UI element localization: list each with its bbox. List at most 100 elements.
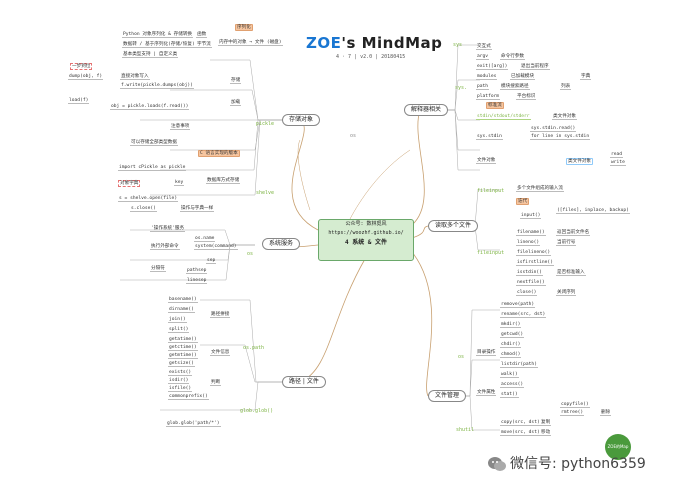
node-notes[interactable]: 注意事项 <box>170 124 191 130</box>
node-dict-object[interactable]: 对象字典 <box>118 180 141 187</box>
node-isstdin-desc[interactable]: 是否标准输入 <box>556 270 586 276</box>
node-one-step[interactable]: 一步到位 <box>70 63 93 70</box>
node-filename-desc[interactable]: 返回当前文件名 <box>556 230 591 236</box>
node-platform-desc[interactable]: 平台标识 <box>516 94 537 100</box>
node-iterate[interactable]: 迭代 <box>516 198 530 205</box>
node-key[interactable]: key <box>174 180 185 186</box>
node-list[interactable]: 列表 <box>560 84 572 90</box>
node-basic-types[interactable]: 基本类型支持 | 自定义类 <box>122 52 179 58</box>
node-path-desc[interactable]: 模块搜索路径 <box>500 84 530 90</box>
node-for-line[interactable]: for line in sys.stdin <box>530 134 591 140</box>
node-basename[interactable]: basename() <box>168 297 198 303</box>
node-join[interactable]: join() <box>168 317 187 323</box>
branch-file-management[interactable]: 文件管理 <box>428 390 467 402</box>
node-pathsep[interactable]: pathsep <box>186 268 208 274</box>
node-platform[interactable]: platform <box>476 94 501 100</box>
node-load[interactable]: load(f) <box>68 98 90 104</box>
node-remove[interactable]: remove(path) <box>500 302 536 308</box>
node-file-attr[interactable]: 文件属性 <box>476 390 497 396</box>
node-file-like-box[interactable]: 类文件对象 <box>566 158 593 165</box>
node-isfile[interactable]: isfile() <box>168 386 193 392</box>
node-getmtime[interactable]: getmtime() <box>168 353 198 359</box>
node-lineno[interactable]: lineno() <box>516 240 541 246</box>
node-split[interactable]: split() <box>168 327 190 333</box>
node-mem-to-file[interactable]: 内存中的对象 → 文件 (磁盘) <box>218 40 283 46</box>
node-glob[interactable]: glob.glob('path/*') <box>166 421 221 427</box>
node-dict-ops[interactable]: 操作与字典一样 <box>180 206 215 212</box>
node-commonprefix[interactable]: commonprefix() <box>168 394 209 400</box>
node-store[interactable]: 存储 <box>230 78 242 84</box>
node-read[interactable]: read <box>610 152 624 158</box>
node-linesep[interactable]: linesep <box>186 278 208 284</box>
node-input-args[interactable]: ([files], inplace, backup) <box>556 208 630 214</box>
node-getatime[interactable]: getatime() <box>168 337 198 343</box>
node-delete[interactable]: 删除 <box>600 410 612 416</box>
node-chdir[interactable]: chdir() <box>500 342 522 348</box>
node-exit[interactable]: exit([arg]) <box>476 64 509 70</box>
node-direct-write[interactable]: 直接对象写入 <box>120 74 150 80</box>
node-path-join[interactable]: 路径拼接 <box>210 312 231 318</box>
node-mkdir[interactable]: mkdir() <box>500 322 522 328</box>
node-listdir[interactable]: listdir(path) <box>500 362 538 368</box>
node-isstdin[interactable]: isstdin() <box>516 270 543 276</box>
node-dir-ops[interactable]: 目录操作 <box>476 350 497 356</box>
node-file-info[interactable]: 文件信息 <box>210 350 231 356</box>
branch-persist[interactable]: 存储对象 <box>282 114 321 126</box>
node-rmtree[interactable]: rmtree() <box>560 410 585 416</box>
node-file-like[interactable]: 类文件对象 <box>552 114 577 120</box>
node-close-desc[interactable]: 关闭序列 <box>556 290 577 296</box>
node-stdin-stdout[interactable]: stdin/stdout/stderr <box>476 114 531 120</box>
node-nextfile[interactable]: nextfile() <box>516 280 546 286</box>
node-write-dumps[interactable]: f.write(pickle.dumps(obj)) <box>120 83 194 89</box>
node-exec-cmd[interactable]: 执行外部命令 <box>150 244 180 250</box>
node-dict[interactable]: 字典 <box>580 74 592 80</box>
node-cpickle[interactable]: import cPickle as pickle <box>118 165 187 171</box>
node-modules-desc[interactable]: 已加载模块 <box>510 74 535 80</box>
node-interactive[interactable]: 交互式 <box>476 44 492 50</box>
node-getctime[interactable]: getctime() <box>168 345 198 351</box>
node-stat[interactable]: stat() <box>500 392 519 398</box>
branch-system-services[interactable]: 系统服务 <box>262 238 301 250</box>
node-modules[interactable]: modules <box>476 74 498 80</box>
node-filename[interactable]: filename() <box>516 230 546 236</box>
node-loads[interactable]: obj = pickle.loads(f.read()) <box>110 104 190 110</box>
node-stdin-read[interactable]: sys.stdin.read() <box>530 126 577 132</box>
branch-multi-file[interactable]: 读取多个文件 <box>428 220 479 232</box>
central-topic[interactable]: 公众号: 数林觅风 https://woozhf.github.io/ 4 系统… <box>318 219 414 261</box>
node-sep[interactable]: sep <box>206 258 217 264</box>
node-copyfile[interactable]: copyfile() <box>560 402 590 408</box>
node-exit-desc[interactable]: 退出当前程序 <box>520 64 550 70</box>
node-argv[interactable]: argv <box>476 54 490 60</box>
node-shelve-open[interactable]: s = shelve.open(file) <box>118 196 179 202</box>
node-isfirstline[interactable]: isfirstline() <box>516 260 554 266</box>
node-move-desc[interactable]: 移动 <box>540 430 552 436</box>
node-separator[interactable]: 分隔符 <box>150 266 166 272</box>
node-file-object[interactable]: 文件对象 <box>476 158 497 164</box>
branch-interpreter[interactable]: 解释器相关 <box>404 104 449 116</box>
node-getsize[interactable]: getsize() <box>168 361 195 367</box>
node-c-version[interactable]: C 语言实现的版本 <box>198 150 240 157</box>
node-sys-stdin[interactable]: sys.stdin <box>476 134 503 140</box>
node-lineno-desc[interactable]: 当前行号 <box>556 240 577 246</box>
node-stdstream[interactable]: 标准流 <box>486 102 504 109</box>
node-argv-desc[interactable]: 命令行参数 <box>500 54 525 60</box>
node-os-service[interactable]: '操作系统'服务 <box>150 226 186 232</box>
node-path[interactable]: path <box>476 84 490 90</box>
node-close[interactable]: close() <box>516 290 538 296</box>
node-bytestream[interactable]: 字节流 <box>196 42 212 48</box>
node-chmod[interactable]: chmod() <box>500 352 522 358</box>
node-walk[interactable]: walk() <box>500 372 519 378</box>
node-copy[interactable]: copy(src, dst) <box>500 420 541 426</box>
node-judge[interactable]: 判断 <box>210 380 222 386</box>
node-write[interactable]: write <box>610 160 626 166</box>
node-os-name[interactable]: os.name <box>194 236 216 242</box>
node-db-store[interactable]: 数据库方式存储 <box>206 178 241 184</box>
node-getcwd[interactable]: getcwd() <box>500 332 525 338</box>
node-access[interactable]: access() <box>500 382 525 388</box>
node-copy-desc[interactable]: 复制 <box>540 420 552 426</box>
node-serialize[interactable]: 序列化 <box>235 24 253 31</box>
node-isdir[interactable]: isdir() <box>168 378 190 384</box>
node-shelve-close[interactable]: s.close() <box>130 206 157 212</box>
node-filelineno[interactable]: filelineno() <box>516 250 552 256</box>
branch-path-file[interactable]: 路径 | 文件 <box>282 376 326 388</box>
